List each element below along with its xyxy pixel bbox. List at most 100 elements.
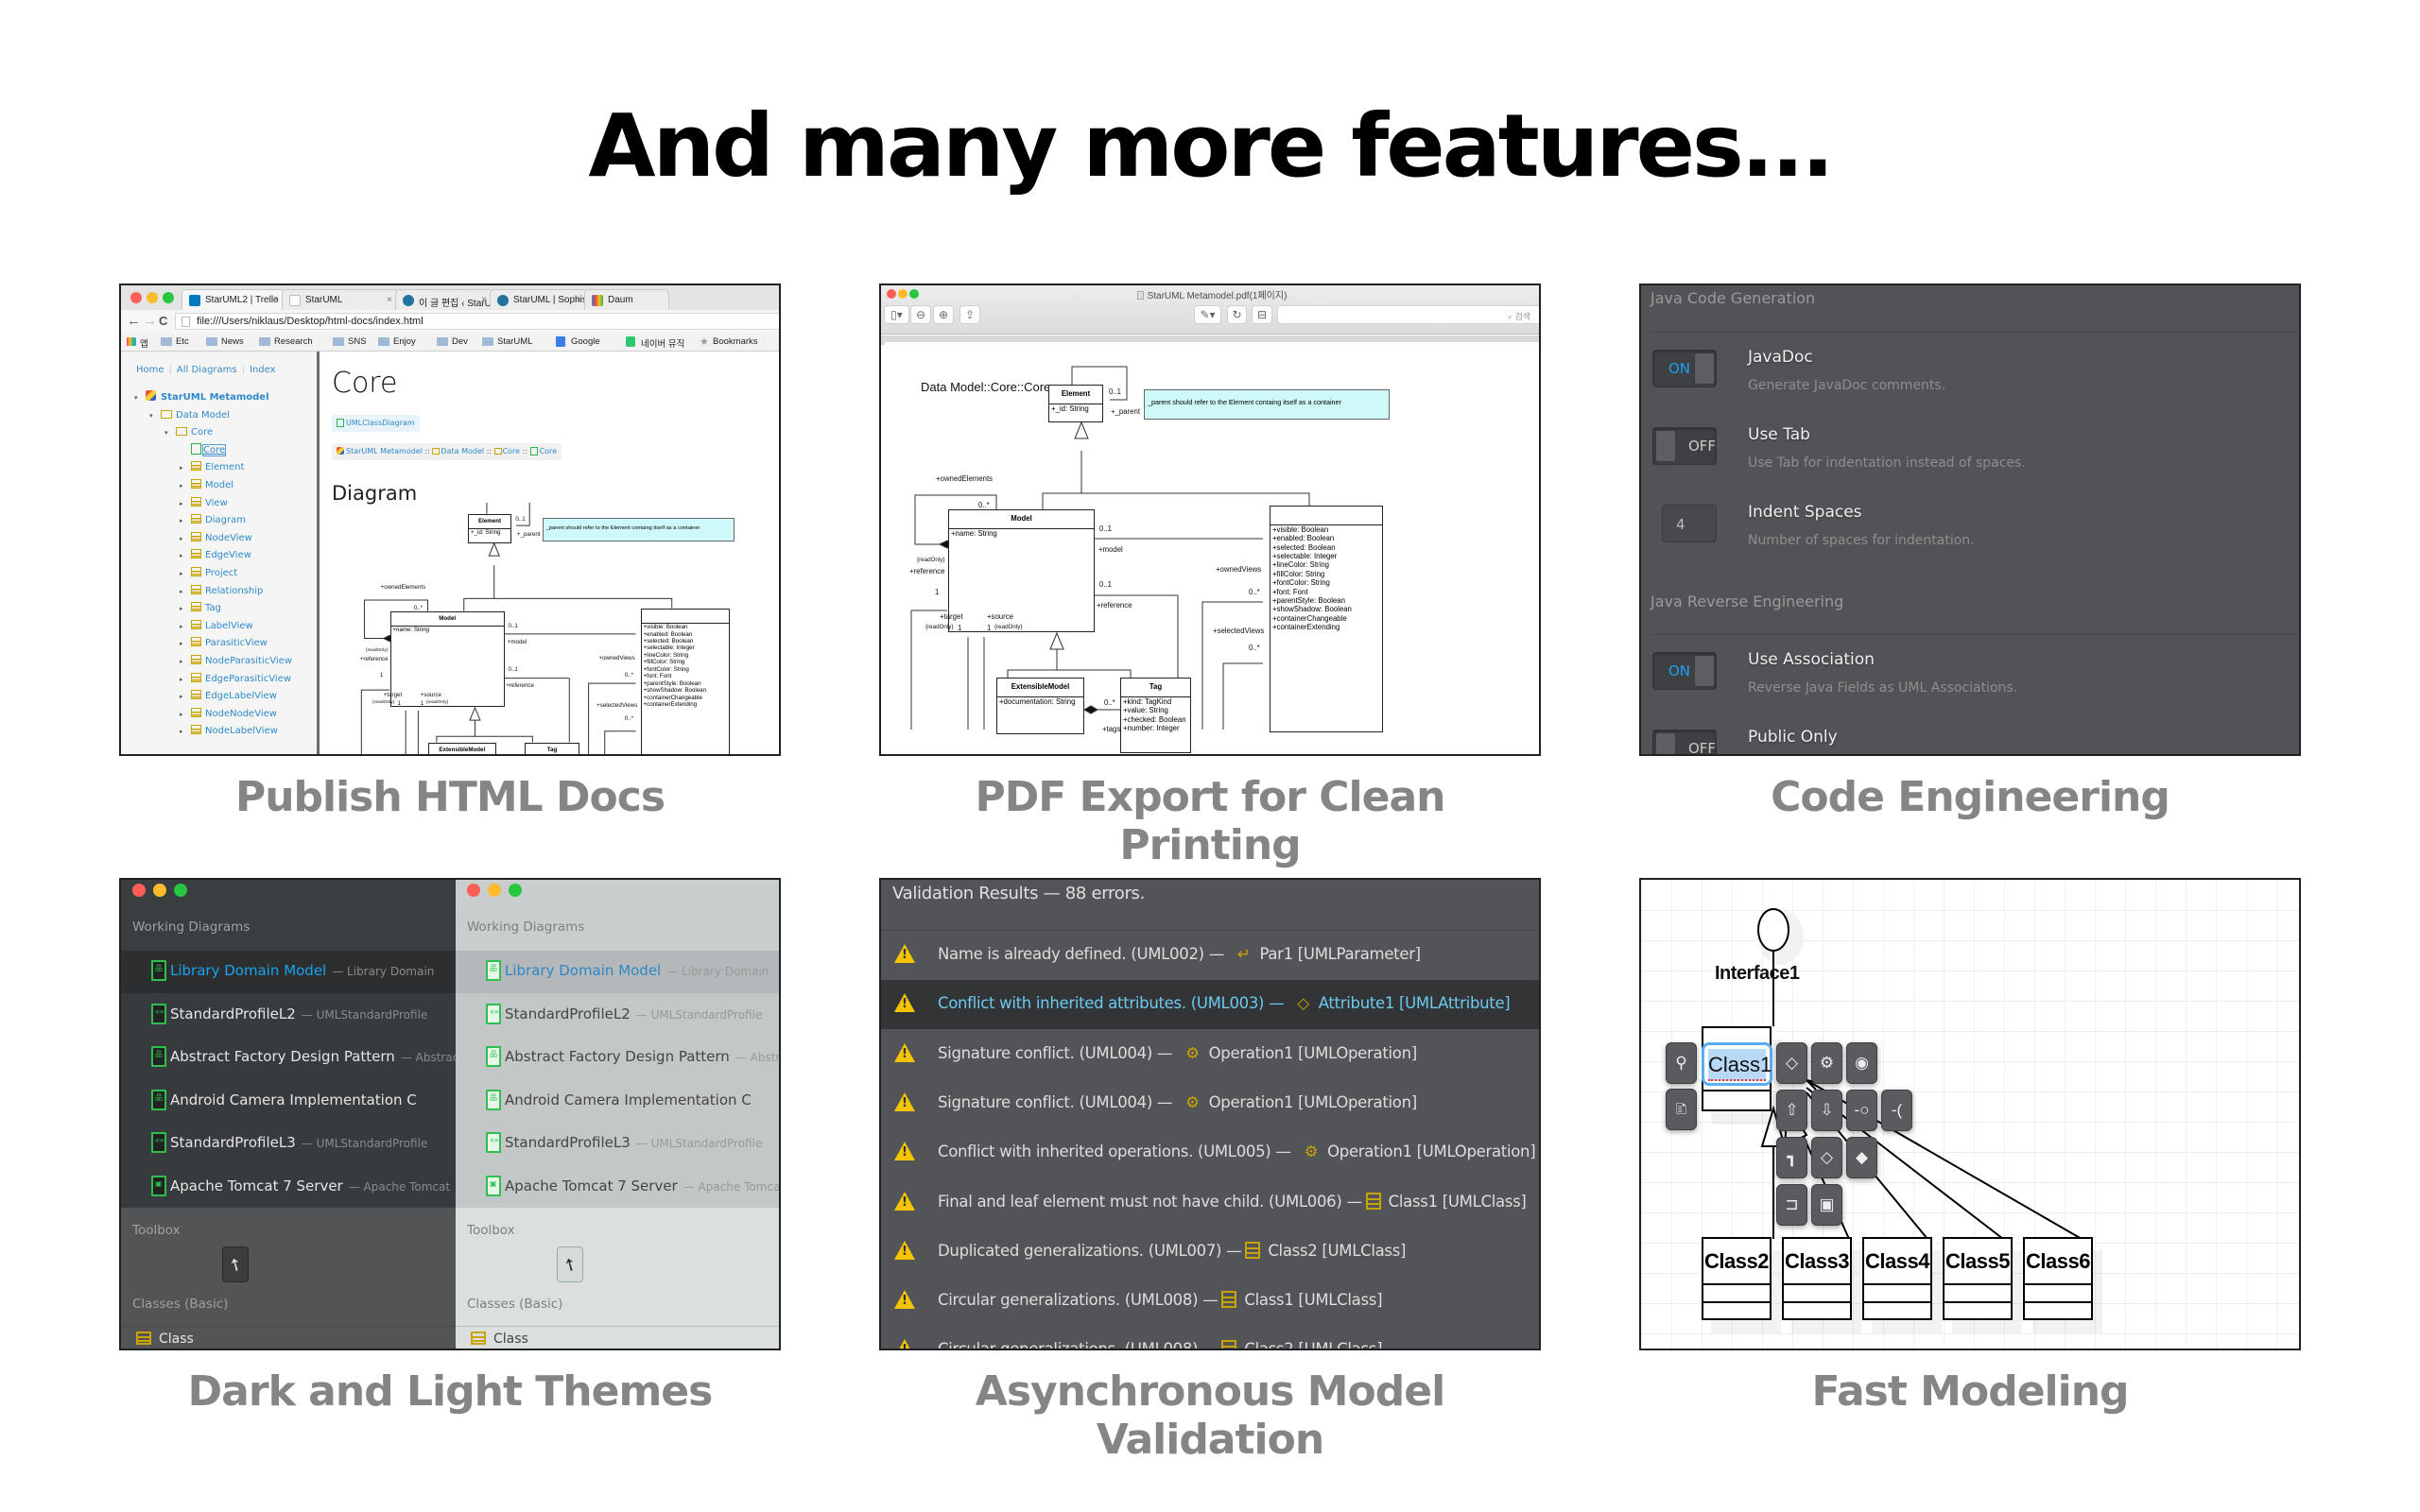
maximize-window-icon[interactable] (509, 884, 522, 897)
tree-item[interactable]: ▸Project (121, 565, 292, 583)
expand-arrow-icon[interactable]: ▸ (180, 693, 183, 701)
bookmark-link[interactable]: 네이버 뮤직 (626, 336, 684, 350)
annotate-button[interactable]: ✎▾ (1194, 305, 1221, 324)
indent-spaces-input[interactable]: 4 (1662, 505, 1717, 542)
tree-item[interactable]: ▸NodeLabelView (121, 723, 292, 741)
add-required-interface-button[interactable]: -( (1881, 1090, 1912, 1131)
class-tool-item[interactable]: Class (121, 1329, 456, 1349)
close-tab-icon[interactable]: × (273, 295, 279, 305)
tree-item[interactable]: ▸NodeView (121, 530, 292, 548)
validation-result-row[interactable]: Signature conflict. (UML004) —⚙Operation… (881, 1030, 1539, 1079)
breadcrumb-item[interactable]: Core (502, 447, 521, 455)
expand-arrow-icon[interactable]: ▸ (180, 552, 183, 560)
bookmark-folder[interactable]: Research (259, 336, 313, 347)
bookmark-folder[interactable]: SNS (333, 336, 367, 347)
add-operation-button[interactable]: ⚙ (1811, 1042, 1842, 1084)
javadoc-toggle[interactable]: ON (1652, 350, 1717, 387)
expand-arrow-icon[interactable]: ▸ (180, 517, 183, 525)
working-diagram-item[interactable]: ▣Apache Tomcat 7 Server— Apache Tomcat (121, 1166, 456, 1209)
close-tab-icon[interactable]: × (481, 295, 487, 305)
browser-tab[interactable]: StarUML× (282, 289, 399, 310)
validation-result-row[interactable]: Conflict with inherited operations. (UML… (881, 1128, 1539, 1177)
class-box[interactable]: Class6 (2023, 1237, 2093, 1320)
pointer-tool-button[interactable]: ➚ (222, 1246, 249, 1282)
class-box[interactable]: Class3 (1782, 1237, 1852, 1320)
collapse-arrow-icon[interactable]: ▾ (164, 429, 168, 438)
tree-item[interactable]: ▾Core (121, 424, 292, 442)
add-associated-class-button[interactable]: ┓ (1776, 1137, 1807, 1178)
index-link[interactable]: Index (250, 365, 276, 375)
working-diagram-item[interactable]: «»StandardProfileL2— UMLStandardProfile (456, 994, 779, 1037)
validation-element[interactable]: Class1 [UMLClass] (1244, 1291, 1383, 1310)
expand-arrow-icon[interactable]: ▸ (180, 622, 183, 630)
expand-arrow-icon[interactable]: ▸ (180, 728, 183, 736)
search-input[interactable]: ⌕ 검색 (1277, 305, 1539, 324)
expand-arrow-icon[interactable]: ▸ (180, 569, 183, 577)
collapse-arrow-icon[interactable]: ▾ (134, 394, 138, 402)
minimize-window-icon[interactable] (153, 884, 166, 897)
add-attribute-button[interactable]: ◇ (1776, 1042, 1807, 1084)
class-box[interactable]: Class4 (1862, 1237, 1932, 1320)
tree-item[interactable]: ▸Relationship (121, 583, 292, 601)
tree-item[interactable]: ▸Tag (121, 600, 292, 618)
minimize-window-icon[interactable] (488, 884, 501, 897)
validation-result-row[interactable]: Conflict with inherited attributes. (UML… (881, 980, 1539, 1030)
working-diagram-item[interactable]: «»StandardProfileL3— UMLStandardProfile (121, 1123, 456, 1165)
tree-item[interactable]: Core (121, 442, 292, 460)
validation-result-row[interactable]: Final and leaf element must not have chi… (881, 1178, 1539, 1228)
expand-arrow-icon[interactable]: ▸ (180, 605, 183, 613)
browser-tab[interactable]: StarUML | Sophistica× (490, 289, 588, 310)
validation-result-row[interactable]: Circular generalizations. (UML008) —Clas… (881, 1326, 1539, 1349)
class-box[interactable]: Class5 (1943, 1237, 2013, 1320)
expand-arrow-icon[interactable]: ▸ (180, 481, 183, 490)
toolbox-button[interactable]: ⊟ (1252, 305, 1272, 324)
home-link[interactable]: Home (136, 365, 164, 375)
class-tool-item[interactable]: Class (456, 1329, 779, 1349)
tree-item[interactable]: ▸Model (121, 477, 292, 495)
tree-item[interactable]: ▸EdgeParasiticView (121, 671, 292, 689)
expand-arrow-icon[interactable]: ▸ (180, 710, 183, 718)
forward-button[interactable]: → (143, 313, 157, 329)
validation-result-row[interactable]: Duplicated generalizations. (UML007) —Cl… (881, 1228, 1539, 1277)
collapse-arrow-icon[interactable]: ▾ (149, 411, 153, 420)
class-name-editor[interactable]: Class1 (1702, 1042, 1772, 1086)
interface-name[interactable]: Interface1 (1715, 963, 1800, 984)
validation-element[interactable]: Operation1 [UMLOperation] (1208, 1092, 1418, 1111)
validation-result-row[interactable]: Signature conflict. (UML004) —⚙Operation… (881, 1079, 1539, 1128)
add-composited-class-button[interactable]: ◆ (1846, 1137, 1877, 1178)
class-box[interactable]: Class2 (1702, 1237, 1772, 1320)
address-bar[interactable]: file:///Users/niklaus/Desktop/html-docs/… (175, 313, 779, 330)
add-note-button[interactable]: 🗈 (1666, 1089, 1697, 1130)
add-subclass-button[interactable]: ⇧ (1776, 1090, 1807, 1131)
expand-arrow-icon[interactable]: ▸ (180, 464, 183, 472)
tree-item[interactable]: ▾StarUML Metamodel (121, 389, 292, 407)
close-window-icon[interactable] (132, 884, 146, 897)
use-association-toggle[interactable]: ON (1652, 652, 1717, 690)
public-only-toggle[interactable]: OFF (1652, 730, 1717, 754)
working-diagram-item[interactable]: «»StandardProfileL2— UMLStandardProfile (121, 994, 456, 1037)
close-window-icon[interactable] (467, 884, 480, 897)
maximize-window-icon[interactable] (174, 884, 187, 897)
add-aggregated-class-button[interactable]: ◇ (1811, 1137, 1842, 1178)
validation-element[interactable]: Operation1 [UMLOperation] (1327, 1143, 1536, 1161)
all-diagrams-link[interactable]: All Diagrams (176, 365, 237, 375)
validation-result-row[interactable]: Name is already defined. (UML002) —↵Par1… (881, 931, 1539, 980)
expand-arrow-icon[interactable]: ▸ (180, 640, 183, 648)
zoom-in-button[interactable]: ⊕ (933, 305, 954, 324)
validation-element[interactable]: Operation1 [UMLOperation] (1208, 1043, 1418, 1062)
working-diagram-item[interactable]: «»StandardProfileL3— UMLStandardProfile (456, 1123, 779, 1165)
close-tab-icon[interactable]: × (576, 295, 581, 305)
tree-item[interactable]: ▾Data Model (121, 407, 292, 425)
validation-element[interactable]: Attribute1 [UMLAttribute] (1318, 994, 1511, 1013)
bookmark-link[interactable]: ★Bookmarks (700, 336, 758, 348)
tree-item[interactable]: ▸ParasiticView (121, 635, 292, 653)
bookmark-folder[interactable]: Etc (161, 336, 189, 347)
browser-tab[interactable]: 이 글 편집 ‹ StarUML — × (395, 289, 493, 310)
class-name-input[interactable]: Class1 (1708, 1049, 1772, 1081)
